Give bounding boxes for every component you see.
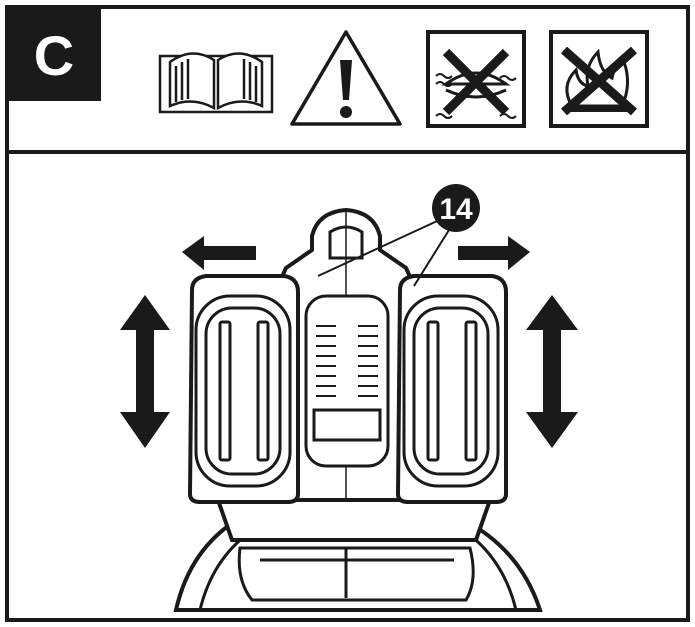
right-arrow <box>458 236 530 270</box>
section-badge: C <box>7 7 101 101</box>
battery-compartment-illustration <box>173 207 543 612</box>
no-water-immersion-icon <box>426 30 526 128</box>
no-fire-icon <box>549 30 649 128</box>
section-letter: C <box>34 24 74 87</box>
read-manual-icon <box>158 52 274 114</box>
callout-number: 14 <box>439 193 473 226</box>
left-arrow <box>182 236 256 270</box>
device-handle <box>215 498 493 542</box>
vent-slats <box>316 325 378 397</box>
left-battery-pack <box>187 274 300 504</box>
callout-badge: 14 <box>432 184 480 232</box>
up-down-arrow-right <box>526 295 578 448</box>
warning-icon <box>290 30 402 126</box>
outer-border <box>5 5 690 622</box>
callout-leader-lines <box>317 215 455 287</box>
up-down-arrow-left <box>120 295 170 448</box>
right-battery-pack <box>395 274 508 504</box>
